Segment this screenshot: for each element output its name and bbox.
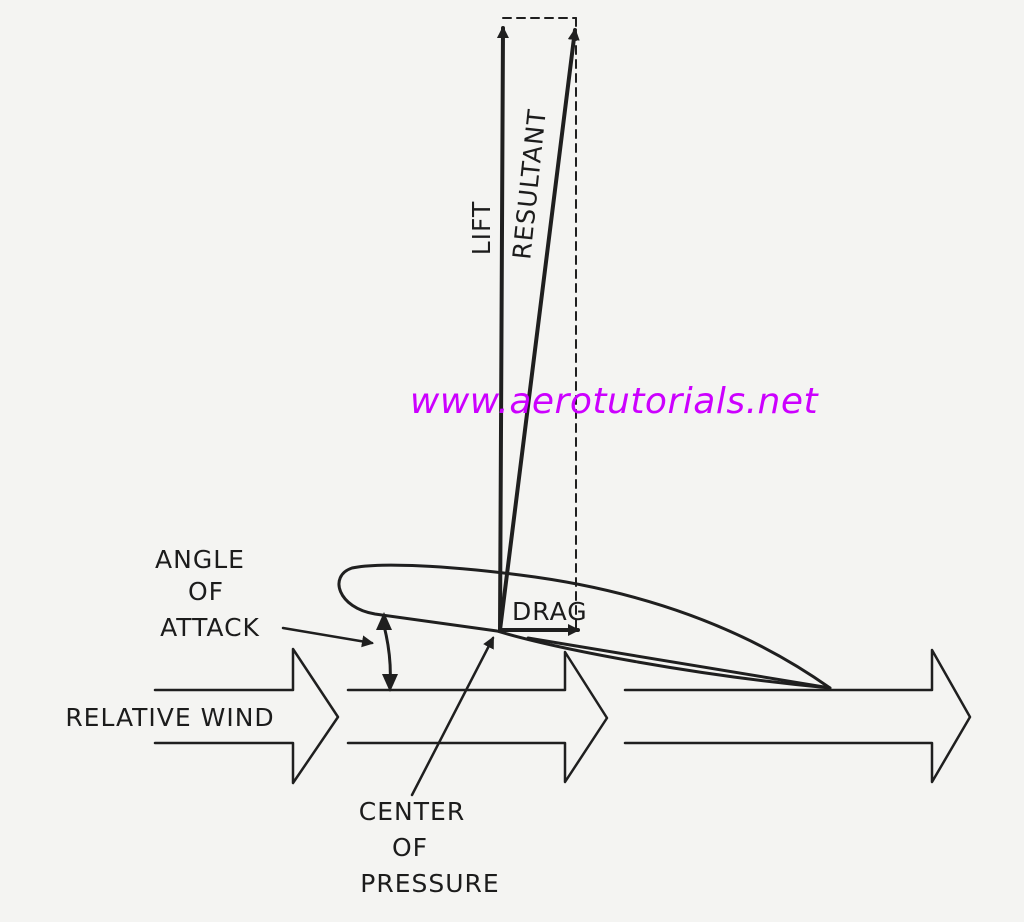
angle-arc-arrowhead-top: [376, 612, 392, 630]
relative-wind-arrows: [153, 647, 972, 785]
wind-arrow-2: [346, 650, 609, 784]
resultant-label: RESULTANT: [507, 107, 552, 260]
center-of-pressure-line-3: PRESSURE: [360, 869, 499, 898]
drag-label: DRAG: [512, 597, 588, 626]
center-of-pressure-line-2: OF: [392, 833, 428, 862]
angle-leader-line: [281, 626, 374, 648]
center-of-pressure-label: CENTER OF PRESSURE: [359, 797, 499, 898]
center-of-pressure-line-1: CENTER: [359, 797, 465, 826]
airfoil-lower-surface: [526, 636, 832, 690]
lift-label: LIFT: [467, 201, 496, 256]
angle-of-attack-line-2: OF: [188, 577, 224, 606]
lift-vector: [496, 26, 509, 632]
relative-wind-label: RELATIVE WIND: [65, 703, 274, 732]
resultant-vector: [498, 28, 580, 632]
wind-arrow-1: [153, 647, 340, 785]
angle-arc-arrowhead-bottom: [382, 674, 398, 692]
angle-of-attack-label: ANGLE OF ATTACK: [155, 545, 260, 642]
airfoil-outline: [337, 563, 832, 690]
angle-of-attack-line-1: ANGLE: [155, 545, 245, 574]
wind-arrow-3: [623, 648, 972, 784]
angle-of-attack-line-3: ATTACK: [160, 613, 260, 642]
center-of-pressure-leader: [410, 636, 495, 797]
watermark-url: www.aerotutorials.net: [410, 381, 820, 422]
